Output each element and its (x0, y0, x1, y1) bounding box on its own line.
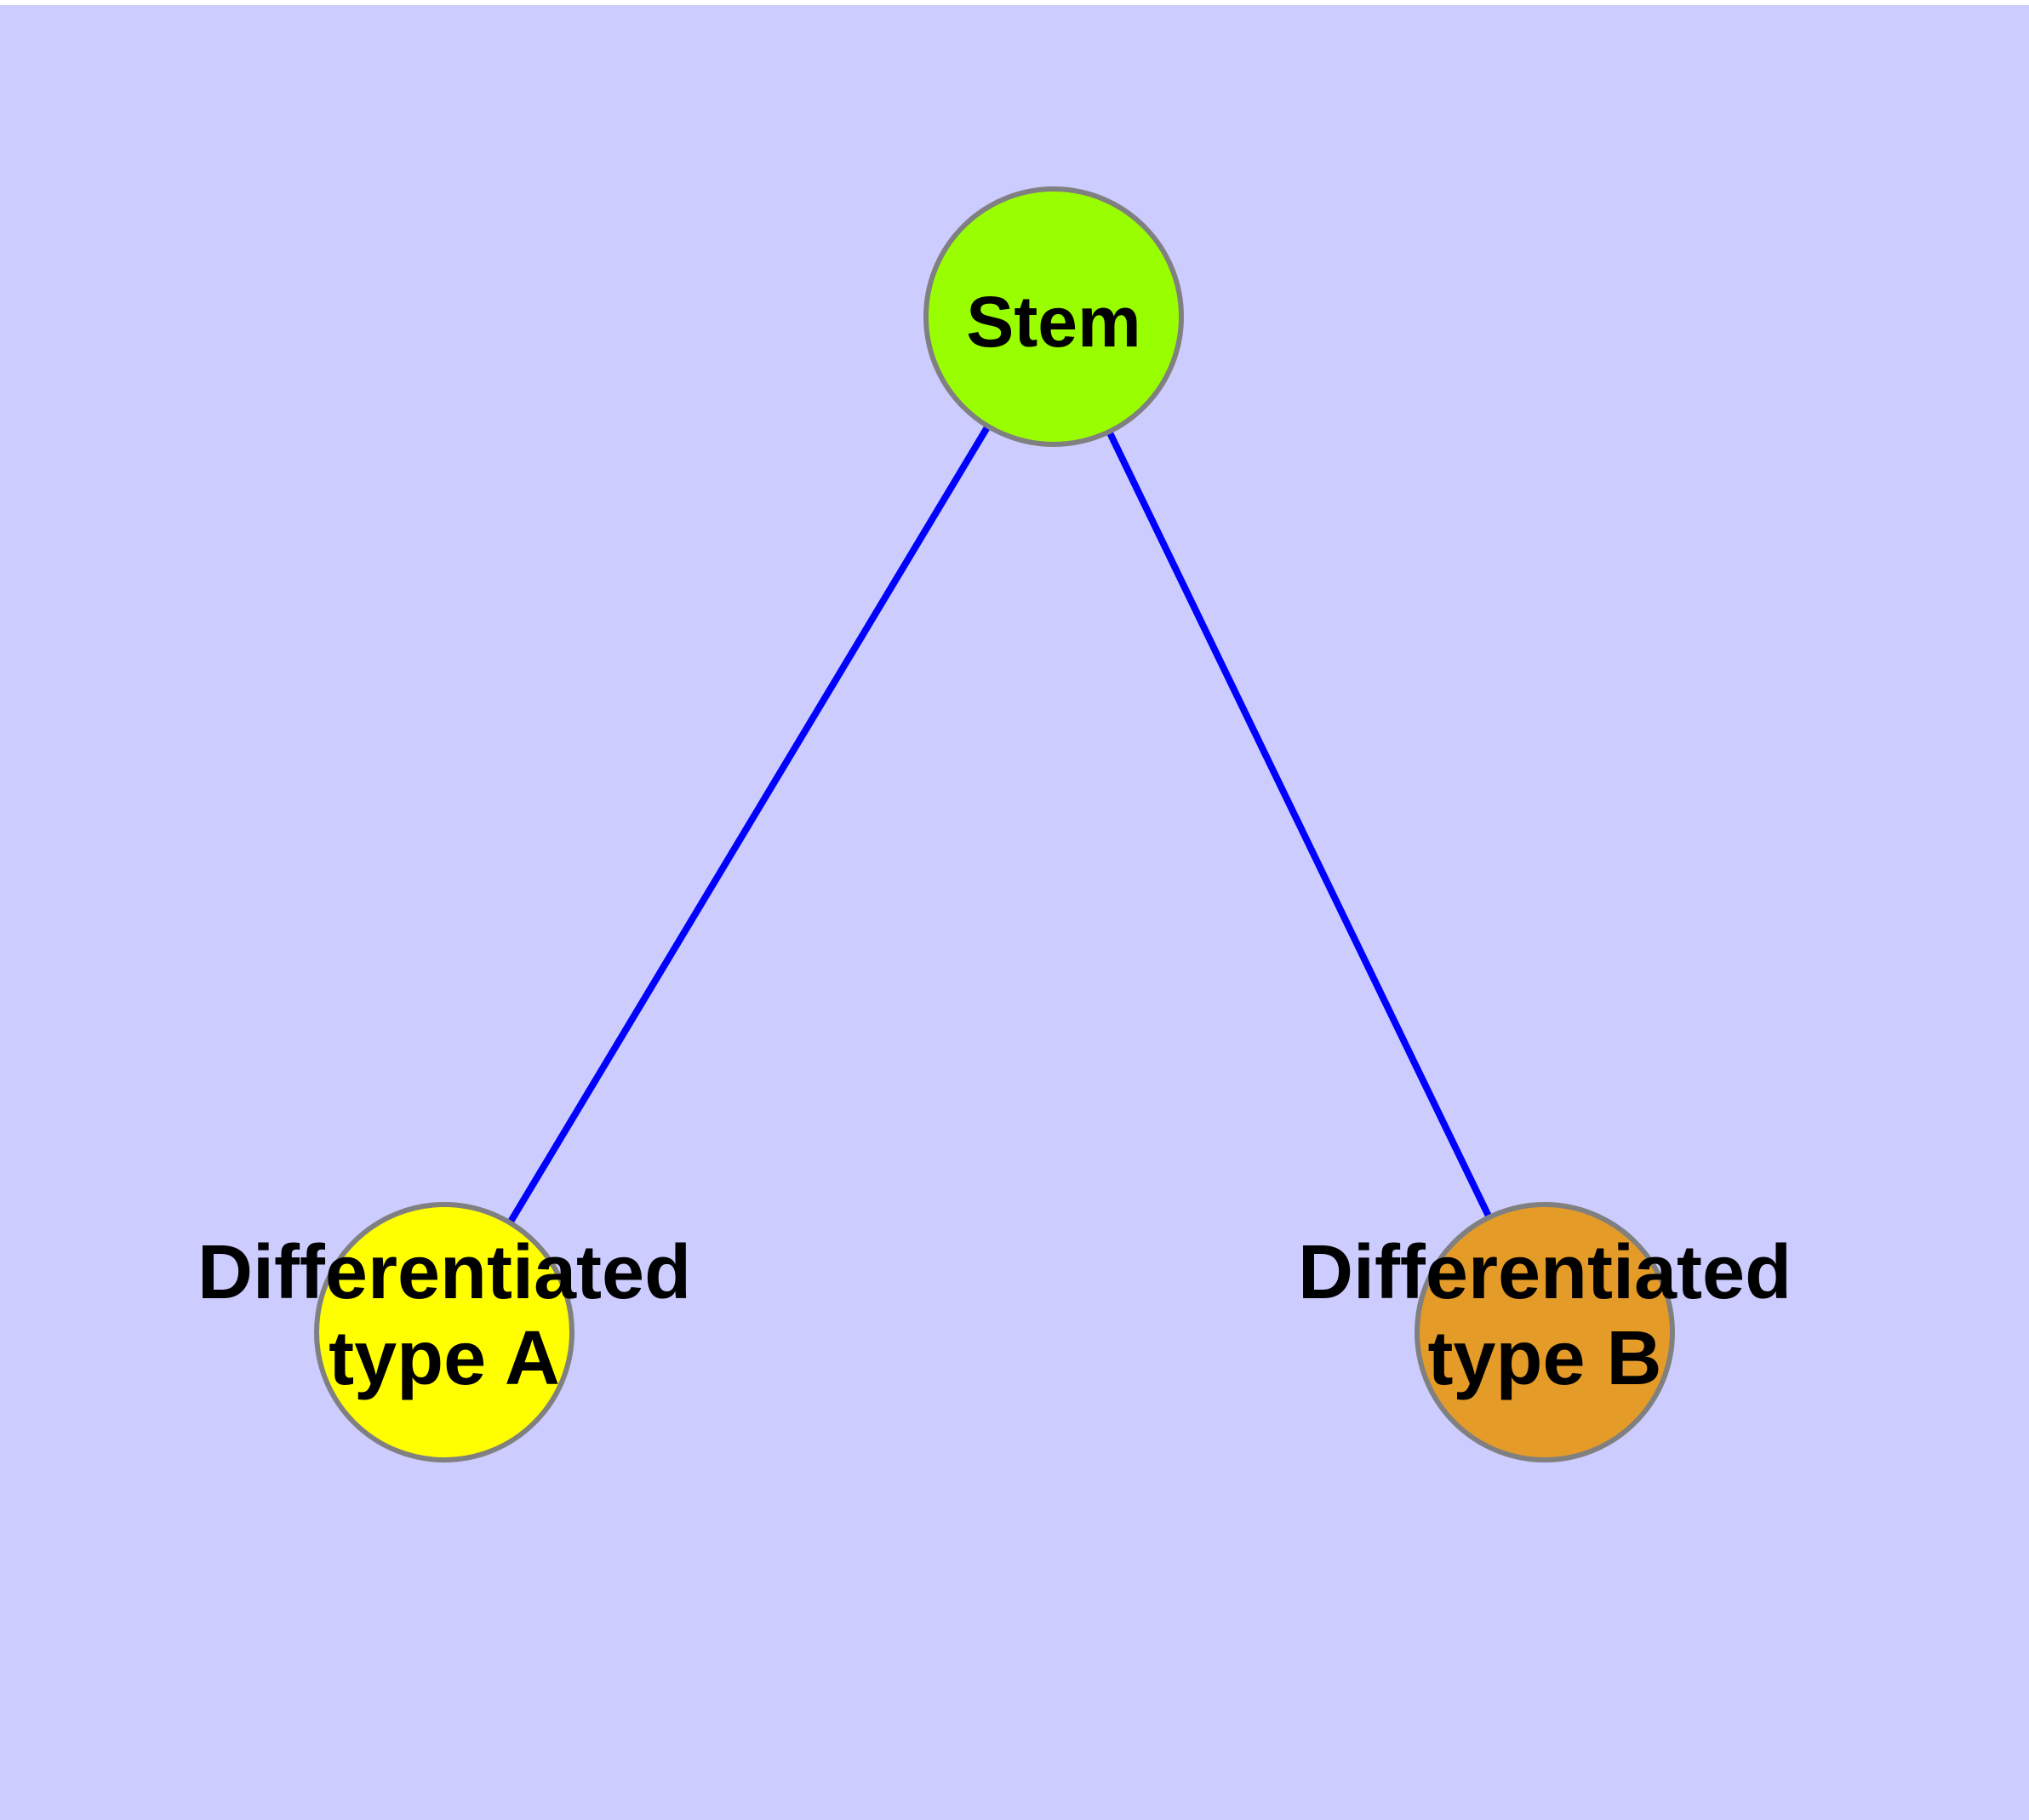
edge-stem-to-differentiated-type-a (441, 314, 1057, 1335)
node-circle-stem[interactable] (923, 186, 1184, 447)
edge-layer (441, 314, 1548, 1335)
node-circle-differentiated-type-a[interactable] (314, 1202, 574, 1462)
node-layer (314, 186, 1675, 1462)
edge-stem-to-differentiated-type-b (1050, 315, 1548, 1334)
node-circle-differentiated-type-b[interactable] (1415, 1202, 1675, 1462)
